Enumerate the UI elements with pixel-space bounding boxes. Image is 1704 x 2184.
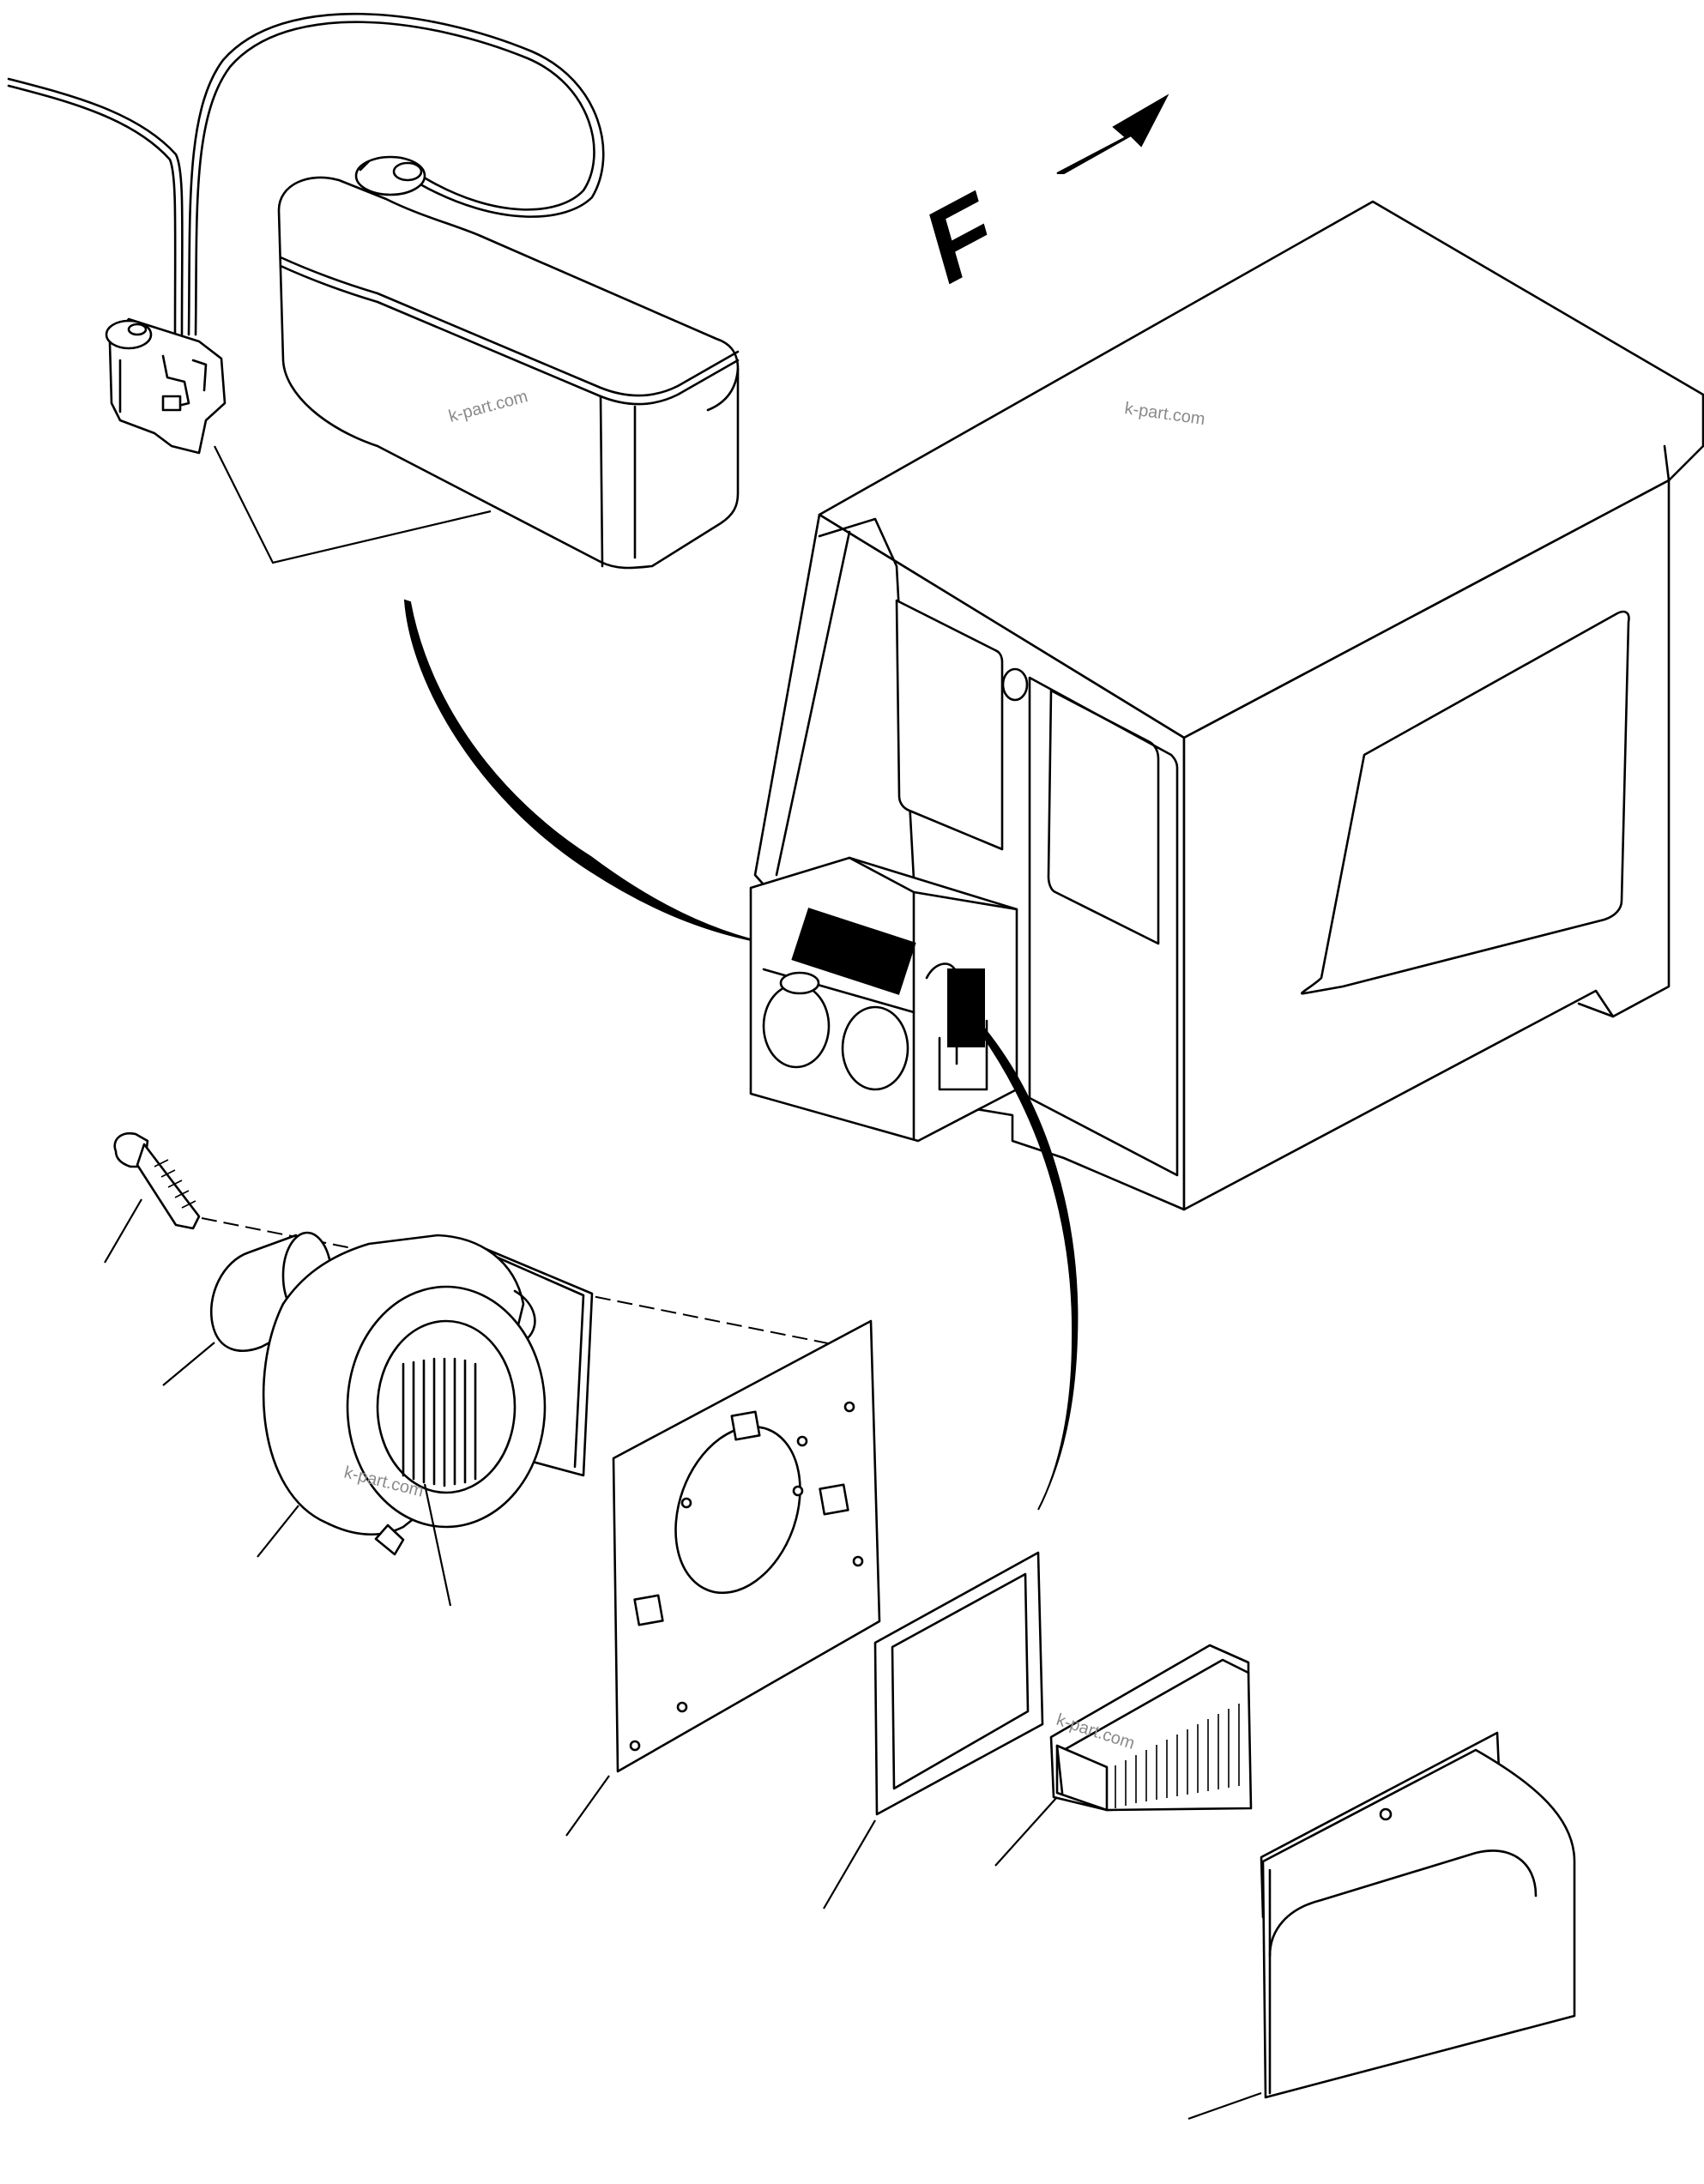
alignment-axis xyxy=(201,1217,846,1348)
fan-impeller xyxy=(402,1357,477,1607)
air-filter: k-part.com xyxy=(994,1644,1253,1867)
leader-line xyxy=(214,445,492,564)
washer-tank xyxy=(7,12,740,570)
arrow-forward-icon xyxy=(1056,94,1169,174)
blower-housing: k-part.com xyxy=(257,1234,594,1558)
callout-curve xyxy=(980,1028,1079,1511)
callout-curve xyxy=(403,599,769,944)
operator-cab: k-part.com xyxy=(753,200,1704,1211)
mounting-plate xyxy=(565,1319,881,1837)
gasket xyxy=(823,1551,1044,1909)
washer-pump-motor xyxy=(105,317,227,455)
filter-cover xyxy=(1187,1731,1576,2121)
front-direction-label: F xyxy=(917,166,1006,310)
direction-marker: F xyxy=(917,94,1169,310)
bolt xyxy=(104,1131,201,1264)
heater-unit xyxy=(749,856,1018,1143)
